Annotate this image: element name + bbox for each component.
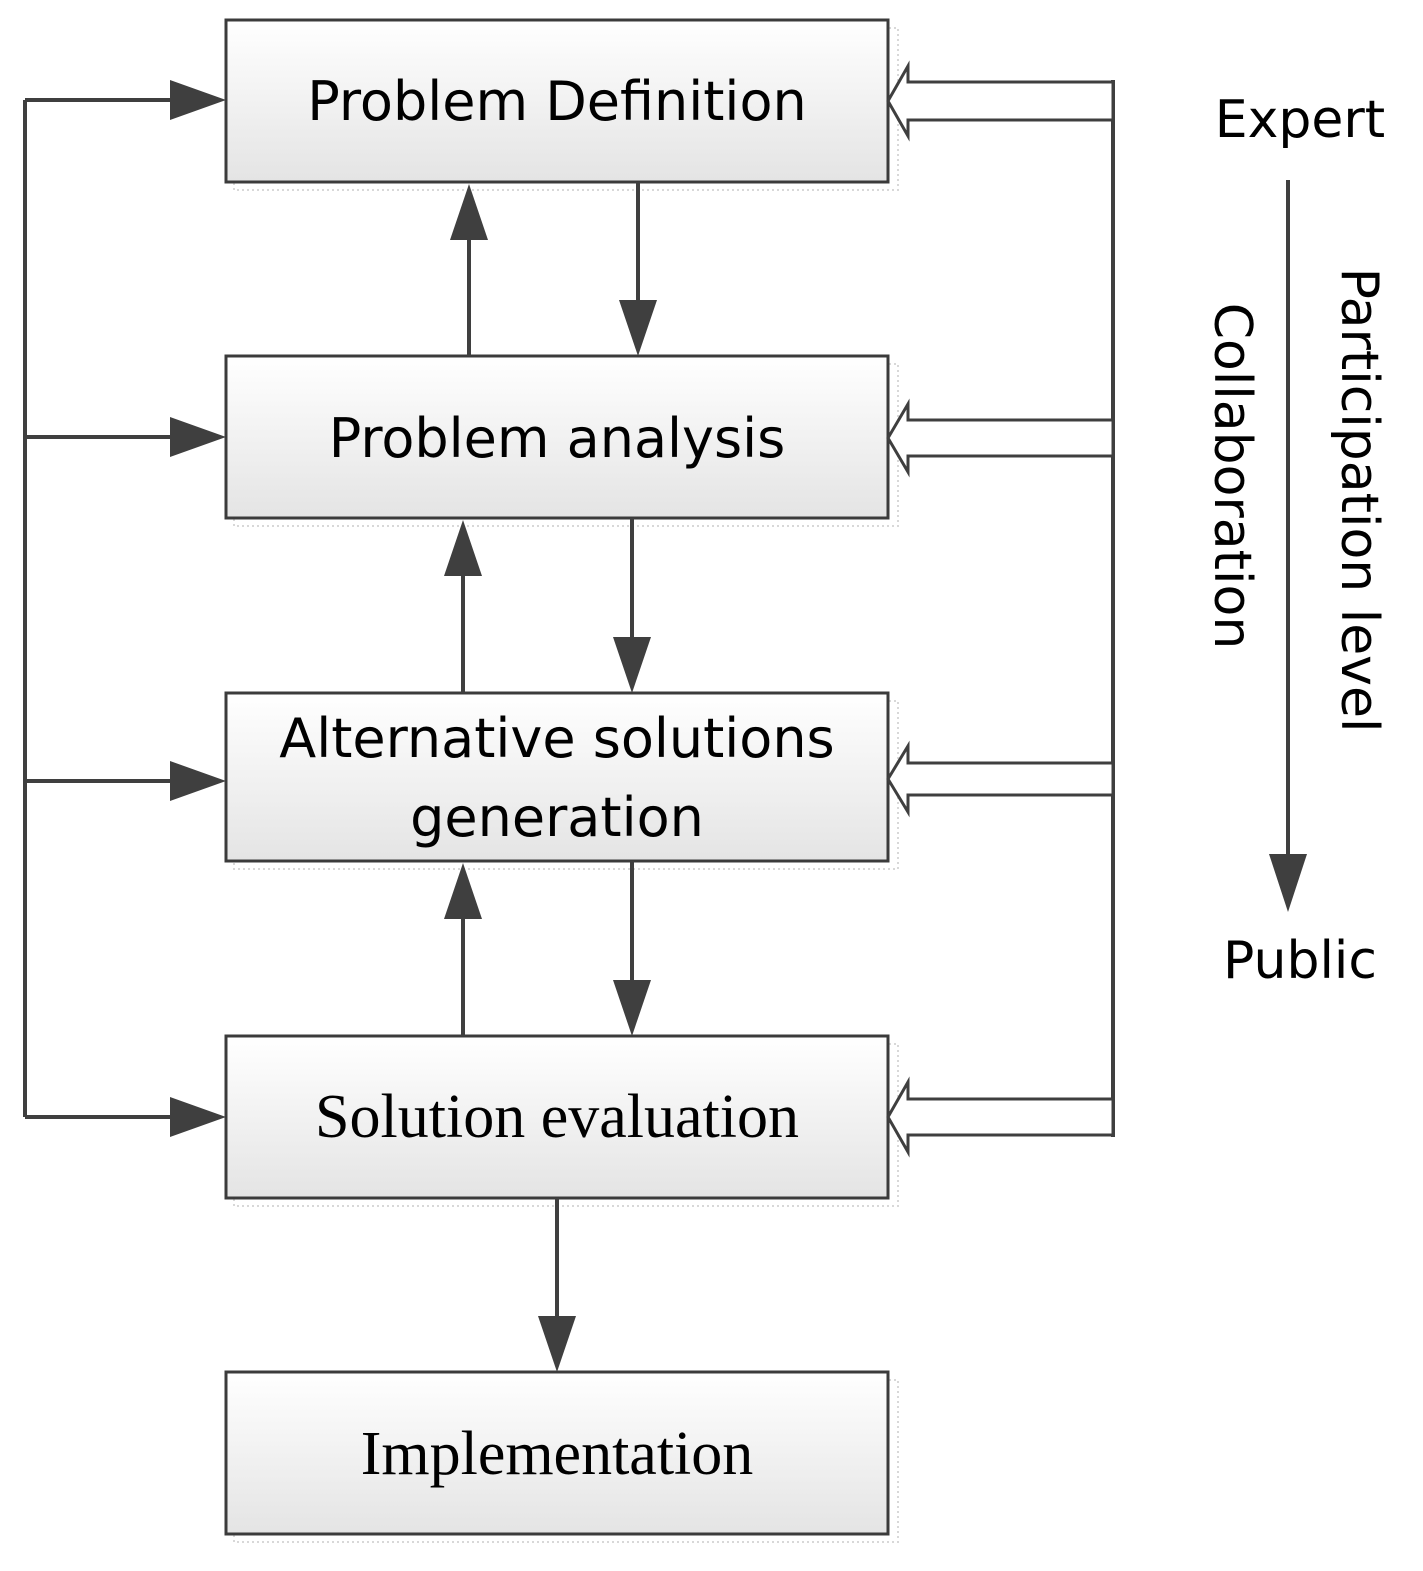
scale-axis-label-participation-level: Participation level: [1329, 268, 1389, 733]
left-feedback-bus: [23, 80, 226, 1137]
node-problem-definition-box: [224, 18, 890, 184]
node-solution-evaluation: Solution evaluation: [224, 1034, 890, 1200]
node-problem-analysis-label: Problem analysis: [329, 407, 786, 470]
left-branch-arrowhead-2: [170, 417, 226, 457]
node-problem-definition: Problem Definition: [224, 18, 890, 184]
scale-collaboration-label: Collaboration: [1202, 303, 1262, 650]
node-alternative-solutions-label-line1: Alternative solutions: [279, 707, 834, 770]
connector-arrows: [444, 182, 657, 1372]
scale-bottom-label-public: Public: [1223, 931, 1377, 991]
arrow-down-pd-to-pa-head: [619, 300, 657, 356]
participation-scale: Expert Public Participation level Collab…: [1202, 90, 1389, 991]
arrow-up-pa-to-pd-head: [450, 184, 488, 240]
arrow-down-pa-to-asg-head: [613, 637, 651, 693]
left-branch-arrowhead-1: [170, 80, 226, 120]
arrow-up-asg-to-pa-head: [444, 520, 482, 576]
node-problem-definition-label: Problem Definition: [307, 70, 806, 133]
left-branch-arrowhead-4: [170, 1097, 226, 1137]
node-implementation-box: [224, 1370, 890, 1536]
scale-top-label-expert: Expert: [1215, 90, 1385, 150]
node-alternative-solutions-box: [224, 691, 890, 863]
node-solution-evaluation-label: Solution evaluation: [315, 1083, 799, 1151]
node-problem-analysis: Problem analysis: [224, 354, 890, 520]
node-implementation-label: Implementation: [361, 1420, 754, 1488]
left-branch-arrowhead-3: [170, 761, 226, 801]
node-implementation: Implementation: [224, 1370, 890, 1536]
hollow-arrow-to-alternative-solutions: [886, 740, 1115, 818]
hollow-arrow-to-problem-definition: [886, 60, 1115, 142]
arrow-down-asg-to-se-head: [613, 980, 651, 1036]
hollow-arrow-to-problem-analysis: [886, 398, 1115, 478]
node-alternative-solutions: Alternative solutions generation: [224, 691, 890, 863]
arrow-up-se-to-asg-head: [444, 863, 482, 919]
right-participation-bus: [886, 60, 1115, 1158]
node-alternative-solutions-label-line2: generation: [410, 786, 704, 849]
arrow-down-se-to-impl-head: [538, 1316, 576, 1372]
scale-axis-arrowhead: [1269, 854, 1307, 912]
hollow-arrow-to-solution-evaluation: [886, 1076, 1115, 1158]
